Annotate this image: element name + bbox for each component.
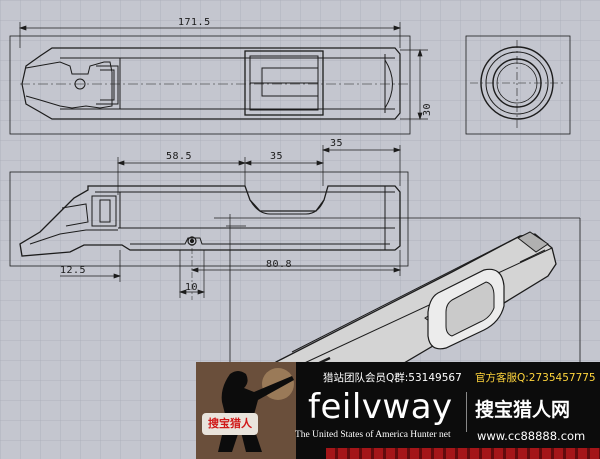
site-badge: 搜宝猎人	[202, 413, 258, 435]
dim-overall-length: 171.5	[178, 17, 211, 28]
iso-frame	[214, 217, 581, 362]
top-view	[9, 35, 571, 135]
side-view	[9, 171, 409, 267]
side-dimensions	[60, 145, 402, 300]
dim-seg-b: 35	[270, 151, 283, 162]
brand-tagline: The United States of America Hunter net	[295, 430, 451, 440]
brand-divider	[466, 392, 467, 432]
qq-service-text: 官方客服Q:2735457775	[475, 372, 596, 384]
dim-seg-c: 35	[330, 138, 343, 149]
dim-bottom-span: 80.8	[266, 259, 292, 270]
site-url: www.cc88888.com	[477, 429, 586, 443]
hunter-silhouette-icon	[196, 362, 296, 459]
watermark-banner: 搜宝猎人 猎站团队会员Q群:53149567 官方客服Q:2735457775 …	[196, 362, 600, 459]
brand-logo: feilvway	[308, 387, 453, 427]
dim-seg-a: 58.5	[166, 151, 192, 162]
dimension-overall	[18, 22, 402, 48]
dim-height: 30	[422, 103, 433, 116]
end-view	[470, 40, 565, 128]
site-name-cn: 搜宝猎人网	[475, 399, 571, 421]
dim-left-offset: 12.5	[60, 265, 86, 276]
dimension-height	[400, 48, 428, 121]
dim-hole-spacing: 10	[185, 282, 198, 293]
qq-group-text: 猎站团队会员Q群:53149567	[323, 372, 462, 384]
red-watermark-strip	[326, 448, 600, 459]
